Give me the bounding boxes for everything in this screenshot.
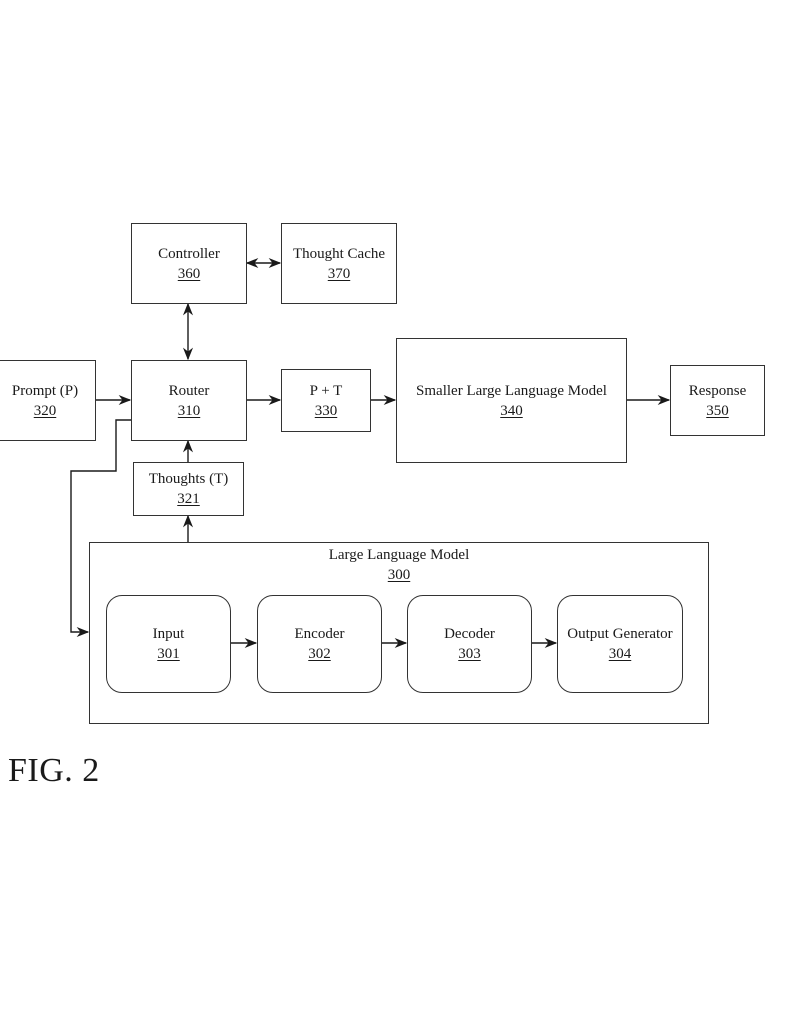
controller-label: Controller: [158, 245, 220, 262]
controller-node: Controller 360: [131, 223, 247, 304]
llm-container: Large Language Model 300: [89, 542, 709, 724]
input-ref: 301: [157, 646, 180, 662]
controller-ref: 360: [177, 265, 201, 282]
input-label: Input: [152, 626, 185, 642]
p-plus-t-node: P + T 330: [281, 369, 371, 432]
p-plus-t-ref: 330: [314, 402, 338, 419]
encoder-ref: 302: [308, 646, 331, 662]
response-label: Response: [688, 382, 747, 399]
thoughts-node: Thoughts (T) 321: [133, 462, 244, 516]
p-plus-t-label: P + T: [309, 382, 343, 399]
response-node: Response 350: [670, 365, 765, 436]
smaller-llm-ref: 340: [500, 402, 523, 419]
decoder-label: Decoder: [444, 626, 495, 642]
decoder-ref: 303: [458, 646, 481, 662]
llm-label: Large Language Model: [328, 547, 470, 563]
thought-cache-node: Thought Cache 370: [281, 223, 397, 304]
output-generator-ref: 304: [608, 646, 632, 662]
prompt-ref: 320: [33, 402, 57, 419]
response-ref: 350: [706, 402, 729, 419]
thoughts-label: Thoughts (T): [148, 471, 229, 487]
encoder-node: Encoder 302: [257, 595, 382, 693]
thought-cache-ref: 370: [327, 265, 351, 282]
smaller-llm-node: Smaller Large Language Model 340: [396, 338, 627, 463]
figure-label: FIG. 2: [8, 752, 100, 789]
encoder-label: Encoder: [294, 626, 345, 642]
router-ref: 310: [177, 402, 201, 419]
smaller-llm-label: Smaller Large Language Model: [416, 382, 607, 399]
input-node: Input 301: [106, 595, 231, 693]
router-node: Router 310: [131, 360, 247, 441]
llm-ref: 300: [387, 567, 411, 583]
prompt-node: Prompt (P) 320: [0, 360, 96, 441]
edge-router-llm: [70, 419, 131, 638]
router-label: Router: [168, 382, 210, 399]
thought-cache-label: Thought Cache: [292, 245, 386, 262]
prompt-label: Prompt (P): [11, 382, 79, 399]
output-generator-label: Output Generator: [567, 626, 673, 642]
output-generator-node: Output Generator 304: [557, 595, 683, 693]
thoughts-ref: 321: [177, 491, 200, 507]
decoder-node: Decoder 303: [407, 595, 532, 693]
